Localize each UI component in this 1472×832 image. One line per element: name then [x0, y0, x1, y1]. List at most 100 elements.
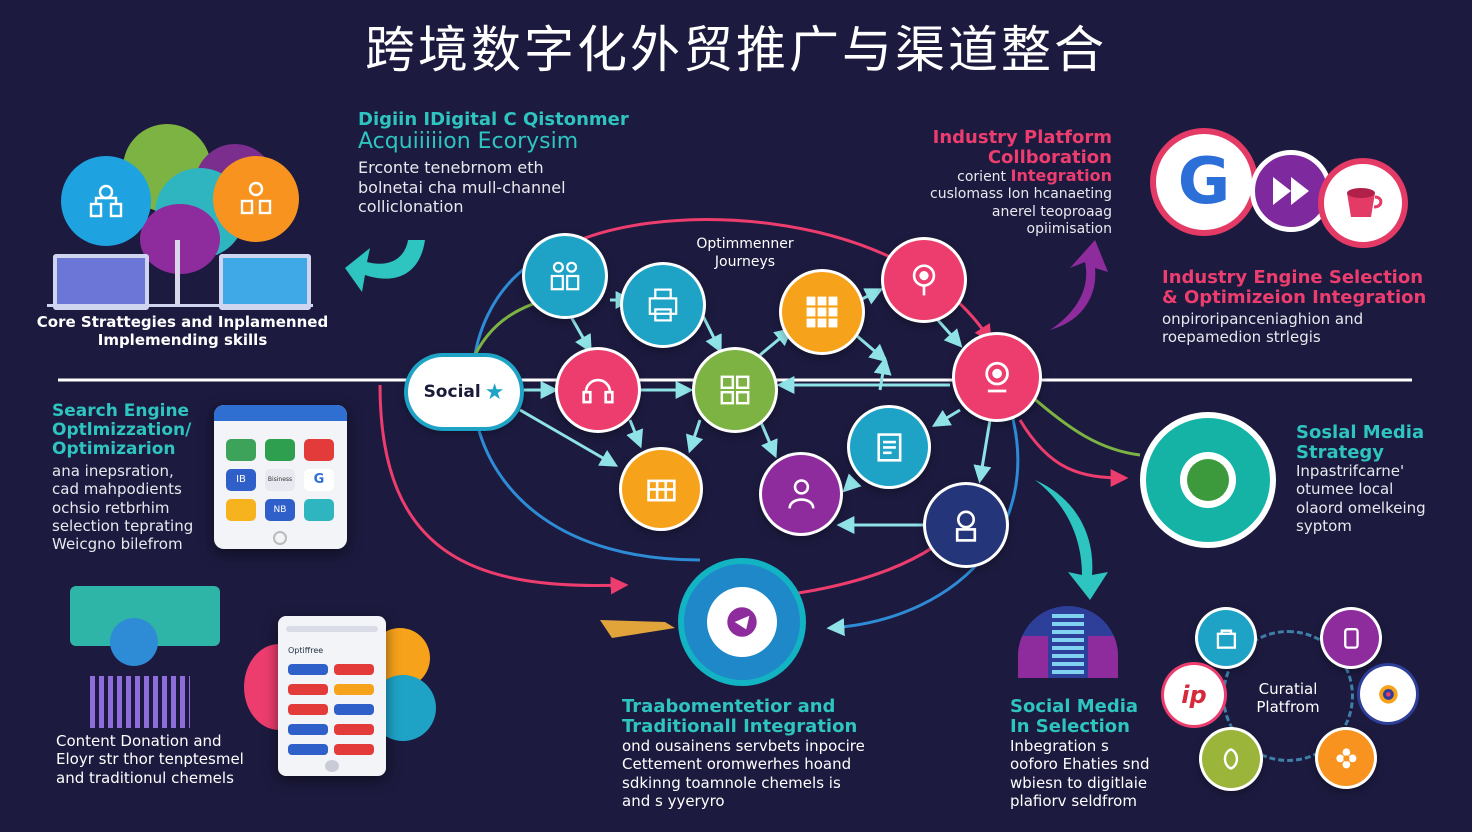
selection-heading-line1: Social Media [1010, 696, 1139, 717]
phone-icon [1343, 627, 1359, 649]
platform-body-line2: cuslomass Ion hcanaeting [930, 186, 1112, 203]
app-tile: G [304, 469, 334, 491]
social-strategy-body-line3: olaord omelkeing [1296, 498, 1426, 517]
platform-label-line2: Platfrom [1256, 698, 1320, 716]
selection-heading: Social Media In Selection [1010, 696, 1139, 737]
app-tile [304, 499, 334, 521]
google-logo-letter: G [1177, 145, 1231, 219]
platform-body-line4: opiimisation [1026, 221, 1112, 238]
integration-heading: Traabomentetior and Traditionall Integra… [622, 696, 857, 737]
platform-body-line1-wrap: corient Integration [880, 166, 1112, 186]
strategy-caption-line2: Implemending skills [97, 331, 268, 349]
acquisition-heading: Digiin IDigital C Qistonmer Acquiiiiion … [358, 109, 629, 155]
platform-node-red: ip [1164, 665, 1224, 725]
engine-heading-line1: Industry Engine Selection [1162, 267, 1424, 288]
seo-body: ana inepsration, cad mahpodients ochsio … [52, 462, 193, 553]
tablet-home-button [273, 531, 287, 545]
platform-body-line3: anerel teoproaag [991, 203, 1112, 220]
engine-body-line1: onpiroripanceniaghion and [1162, 310, 1364, 328]
journeys-label-line1: Optimmenner [696, 236, 794, 252]
platform-body-line1: corient [957, 169, 1007, 185]
selection-body-line3: wbiesn to digitlaie [1010, 773, 1148, 792]
webcam-icon [985, 361, 1009, 393]
content-body: Content Donation and Eloyr str thor tenp… [56, 732, 244, 787]
acquisition-heading-line2: Acquiiiiion Ecorysim [358, 129, 579, 155]
node-social: Social ★ [408, 357, 520, 427]
acquisition-heading-line1: Digiin IDigital C Qistonmer [358, 109, 629, 130]
phone-search-text: Optiffree [288, 646, 324, 655]
social-strategy-body-line1: Inpastrifcarne' [1296, 462, 1405, 480]
strategy-caption: Core Strattegies and Inplamenned Impleme… [30, 313, 335, 349]
building-center [1052, 614, 1084, 678]
platform-node-purple [1323, 610, 1379, 666]
laptop-right [219, 254, 311, 310]
social-strategy-body-line2: otumee local [1296, 480, 1394, 499]
blocks-icon [720, 375, 750, 405]
engine-heading: Industry Engine Selection & Optimizeion … [1162, 267, 1426, 308]
strategy-illustration [45, 120, 315, 310]
seo-heading-line2: Optlmizzation/ [52, 420, 192, 441]
building-illustration [1018, 606, 1118, 678]
node-headset [558, 350, 638, 430]
arrow-purple-up [1050, 240, 1108, 330]
selection-body-line1: Inbegration s [1010, 737, 1109, 755]
building-left [1018, 636, 1048, 678]
node-person [762, 455, 840, 533]
desk-line [47, 304, 313, 307]
platform-node-colorful [1360, 666, 1416, 722]
phone-row [334, 724, 374, 735]
acquisition-body-line3: colliclonation [358, 197, 464, 217]
seo-body-line1: ana inepsration, [52, 462, 174, 480]
social-strategy-heading-line2: Strategy [1296, 442, 1385, 464]
app-tile [226, 499, 256, 521]
node-grid [782, 272, 862, 352]
integration-body-line1: ond ousainens servbets inpocire [622, 737, 865, 755]
bubble-magenta [140, 204, 220, 274]
integration-badge [678, 558, 806, 686]
phone-row [288, 744, 328, 755]
platform-node-teal [1198, 610, 1254, 666]
phone-app-list: Optiffree [278, 616, 386, 776]
selection-body-line2: ooforo Ehaties snd [1010, 755, 1150, 774]
grid-icon [806, 296, 838, 328]
google-logo: G [1150, 128, 1258, 236]
people-illustration [50, 572, 220, 732]
page-title: 跨境数字化外贸推广与渠道整合 [365, 21, 1107, 79]
seo-heading-line3: Optimizarion [52, 439, 176, 460]
phone-row [288, 724, 328, 735]
seo-heading: Search Engine Optlmizzation/ Optimizario… [52, 401, 192, 460]
social-strategy-heading: Soslal Media Strategy [1296, 422, 1424, 464]
node-blocks [695, 350, 775, 430]
node-printer [623, 265, 703, 345]
arrow-teal-left [345, 240, 425, 292]
node-robot [926, 485, 1006, 565]
platform-node-orange [1318, 730, 1374, 786]
tablet-topbar [214, 405, 347, 421]
selection-body-line4: plafiorv seldfrom [1010, 791, 1137, 810]
seo-body-line5: Weicgno bilefrom [52, 535, 183, 554]
app-tile: IB [226, 469, 256, 491]
printer-icon [648, 288, 678, 322]
social-strategy-badge [1140, 412, 1276, 548]
arrow-gold-left [600, 620, 675, 638]
content-body-line3: and traditionul chemels [56, 768, 234, 787]
link-red-right [1018, 419, 1129, 487]
bar-graph-shape [90, 676, 190, 728]
phone-row [334, 744, 374, 755]
globe-shape [110, 618, 158, 666]
platform-label-line1: Curatial [1258, 680, 1318, 698]
app-tile [304, 439, 334, 461]
engine-body: onpiroripanceniaghion and roepamedion st… [1162, 310, 1363, 347]
leaf-icon [1223, 748, 1239, 770]
phone-row [288, 664, 328, 675]
plant-stand [175, 240, 180, 304]
chat-icon [1187, 459, 1229, 501]
selection-body: Inbegration s ooforo Ehaties snd wbiesn … [1010, 737, 1149, 810]
social-strategy-inner [1180, 452, 1236, 508]
integration-inner [707, 587, 777, 657]
document-icon [876, 432, 902, 462]
node-location [884, 240, 964, 320]
pinwheel-icon [1378, 684, 1398, 704]
integration-body-line2: Cettement oromwerhes hoand [622, 755, 852, 774]
seo-body-line2: cad mahpodients [52, 480, 182, 499]
